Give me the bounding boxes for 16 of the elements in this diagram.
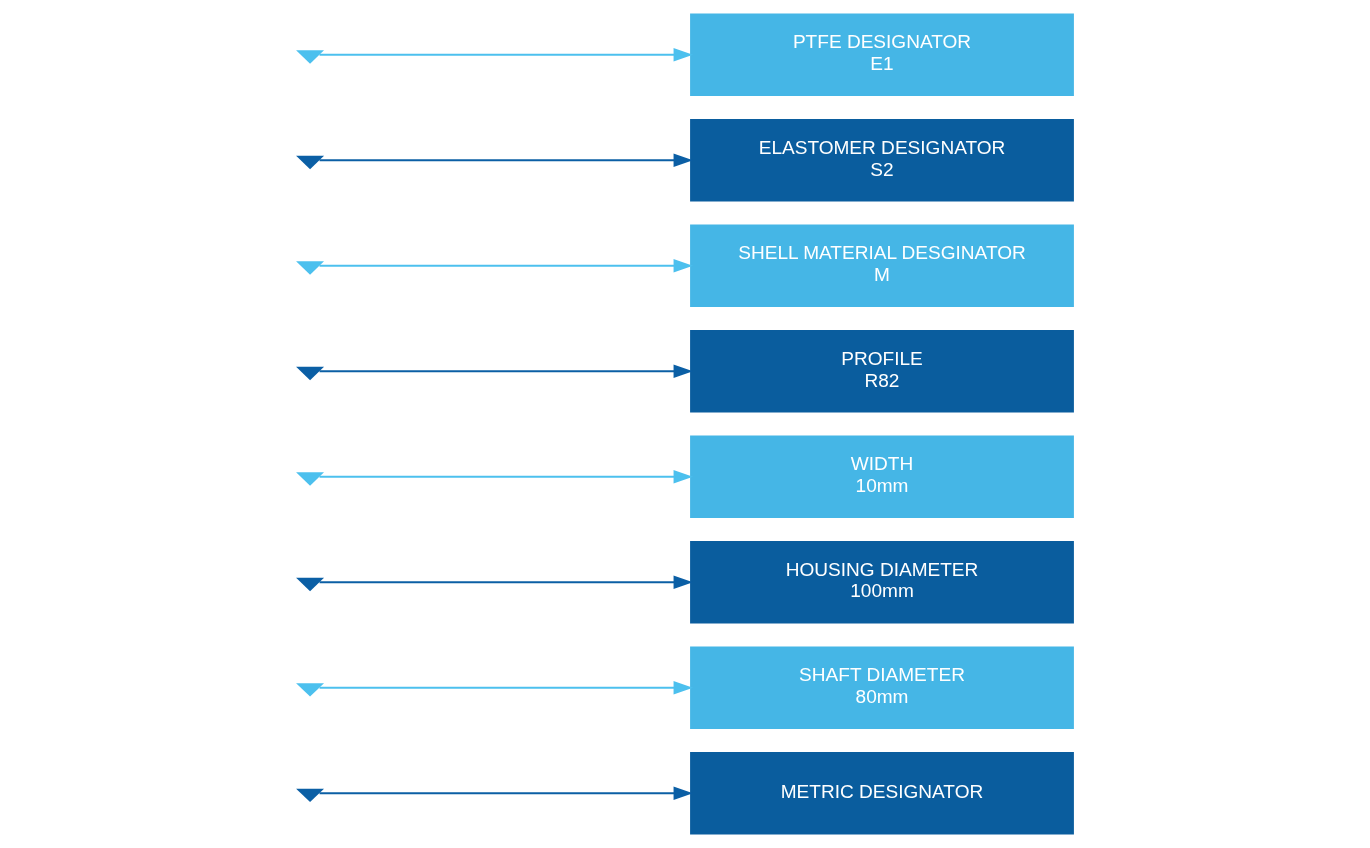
- node-box: WIDTH 10mm: [690, 435, 1074, 519]
- node-box: ELASTOMER DESIGNATOR S2: [690, 118, 1074, 202]
- arrow: [296, 153, 693, 170]
- arrow: [296, 364, 693, 381]
- arrow: [296, 680, 693, 697]
- node-box: METRIC DESIGNATOR: [690, 751, 1074, 835]
- node-box: SHELL MATERIAL DESGINATOR M: [690, 224, 1074, 308]
- arrow: [296, 575, 693, 592]
- arrow: [296, 469, 693, 486]
- arrow: [296, 48, 693, 64]
- arrow: [296, 786, 693, 803]
- node-box: SHAFT DIAMETER 80mm: [690, 646, 1074, 730]
- node-box: PROFILE R82: [690, 329, 1074, 413]
- node-box: HOUSING DIAMETER 100mm: [690, 540, 1074, 624]
- node-box: PTFE DESIGNATOR E1: [690, 13, 1074, 97]
- arrow: [296, 259, 693, 275]
